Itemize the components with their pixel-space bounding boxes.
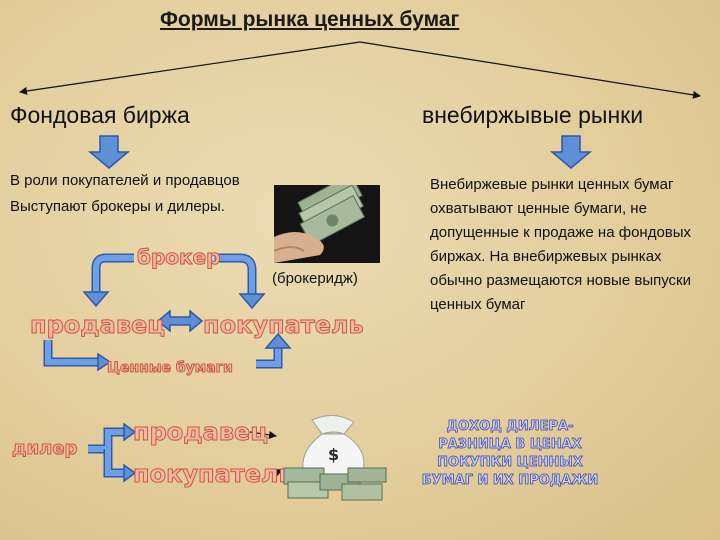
title-branch-right-line [360, 42, 700, 96]
otc-markets-description: Внебиржевые рынки ценных бумаг охватываю… [430, 173, 692, 317]
down-arrow-right-icon [552, 136, 590, 168]
broker-label: брокер [137, 245, 220, 269]
title-branch-left-line [20, 42, 360, 92]
buyer-label: покупатель [203, 311, 364, 339]
dealer-label: дилер [12, 438, 77, 459]
dealer-seller-label: продавец [133, 418, 268, 446]
broker-to-seller-arrow [96, 258, 134, 294]
page-title: Формы рынка ценных бумаг [160, 8, 459, 32]
stock-exchange-description: В роли покупателей и продавцов Выступают… [10, 168, 240, 220]
money-bag-icon: $ [282, 412, 388, 504]
income-line: РАЗНИЦА В ЦЕНАХ [412, 436, 608, 454]
otc-markets-heading: внебиржывые рынки [422, 102, 643, 129]
securities-label: Ценные бумаги [107, 360, 233, 376]
income-line: БУМАГ И ИХ ПРОДАЖИ [412, 472, 608, 490]
dealer-buyer-label: покупатель [133, 460, 294, 488]
dealer-income-note: ДОХОД ДИЛЕРА- РАЗНИЦА В ЦЕНАХ ПОКУПКИ ЦЕ… [412, 418, 608, 490]
income-line: ПОКУПКИ ЦЕННЫХ [412, 454, 608, 472]
description-line: В роли покупателей и продавцов [10, 168, 240, 194]
seller-label: продавец [30, 311, 165, 339]
down-arrow-left-icon [90, 136, 128, 168]
description-line: Выступают брокеры и дилеры. [10, 194, 240, 220]
money-in-hand-icon [274, 185, 380, 263]
securities-loop-arrow [48, 340, 100, 362]
stock-exchange-heading: Фондовая биржа [10, 102, 190, 129]
income-line: ДОХОД ДИЛЕРА- [412, 418, 608, 436]
brokerage-label: (брокеридж) [272, 270, 358, 287]
svg-text:$: $ [328, 445, 339, 464]
